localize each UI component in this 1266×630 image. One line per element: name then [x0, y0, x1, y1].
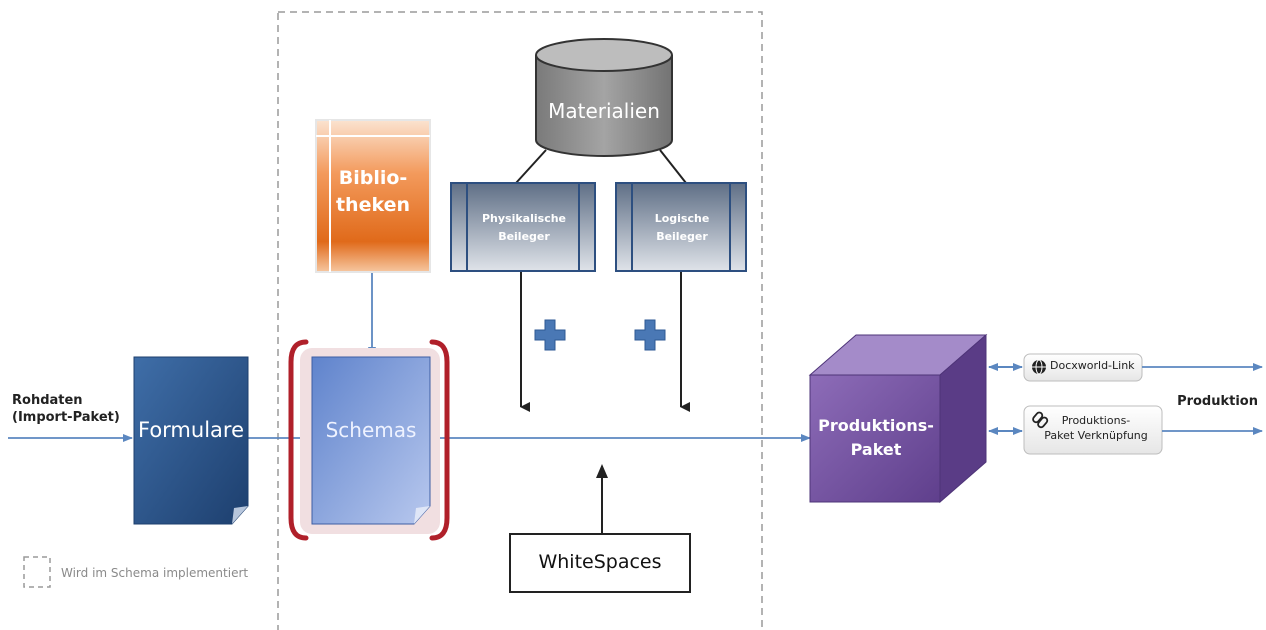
whitespaces-label: WhiteSpaces	[538, 551, 662, 573]
logische-label-line1: Logische	[654, 212, 710, 225]
materialien-connector-left	[515, 149, 547, 184]
physikalische-beileger-label: Physikalische Beileger	[468, 210, 580, 246]
physikalische-label-line2: Beileger	[498, 230, 550, 243]
whitespaces-up-arrowhead	[596, 464, 608, 478]
bibliotheken-label-line1: Biblio-	[338, 167, 408, 189]
input-label: Rohdaten (Import-Paket)	[12, 392, 122, 426]
paket-verknuepfung-line2: Paket Verknüpfung	[1044, 429, 1148, 442]
materialien-label: Materialien	[548, 99, 660, 123]
produktionspaket-label-line2: Paket	[850, 440, 902, 459]
physikalische-beileger-shape	[450, 182, 596, 272]
logische-beileger-label: Logische Beileger	[632, 210, 732, 246]
schemas-bracket-right	[429, 339, 450, 541]
schemas-bracket-left	[288, 339, 309, 541]
link-icon	[1032, 411, 1049, 429]
schemas-label: Schemas	[325, 418, 417, 442]
whitespaces-box	[509, 533, 691, 593]
paket-verknuepfung-label: Produktions- Paket Verknüpfung	[1034, 413, 1158, 443]
legend-label: Wird im Schema implementiert	[61, 566, 249, 580]
bibliotheken-label: Biblio- theken	[316, 165, 430, 219]
input-label-line2: (Import-Paket)	[12, 410, 120, 425]
produktionspaket-cube	[808, 333, 988, 504]
docxworld-link-label: Docxworld-Link	[1050, 359, 1135, 372]
materialien-cylinder	[535, 38, 673, 157]
plus-icon	[534, 319, 566, 351]
logische-label-line2: Beileger	[656, 230, 708, 243]
formulare-label: Formulare	[137, 418, 244, 442]
legend-dashed-square	[23, 556, 51, 588]
paket-verknuepfung-pill	[1023, 405, 1163, 455]
output-label: Produktion	[1177, 394, 1258, 409]
schemas-shape	[311, 356, 431, 525]
materialien-connector-right	[659, 149, 687, 184]
globe-icon	[1032, 359, 1046, 375]
schema-boundary	[277, 11, 763, 630]
physikalische-label-line1: Physikalische	[481, 212, 567, 225]
produktionspaket-label: Produktions- Paket	[812, 414, 940, 462]
formulare-shape	[133, 356, 249, 525]
produktionspaket-label-line1: Produktions-	[818, 416, 934, 435]
plus-icon	[634, 319, 666, 351]
bibliotheken-label-line2: theken	[335, 194, 411, 216]
input-label-line1: Rohdaten	[12, 393, 83, 408]
logische-beileger-shape	[615, 182, 747, 272]
paket-verknuepfung-line1: Produktions-	[1061, 414, 1131, 427]
bibliotheken-shape	[315, 119, 431, 273]
